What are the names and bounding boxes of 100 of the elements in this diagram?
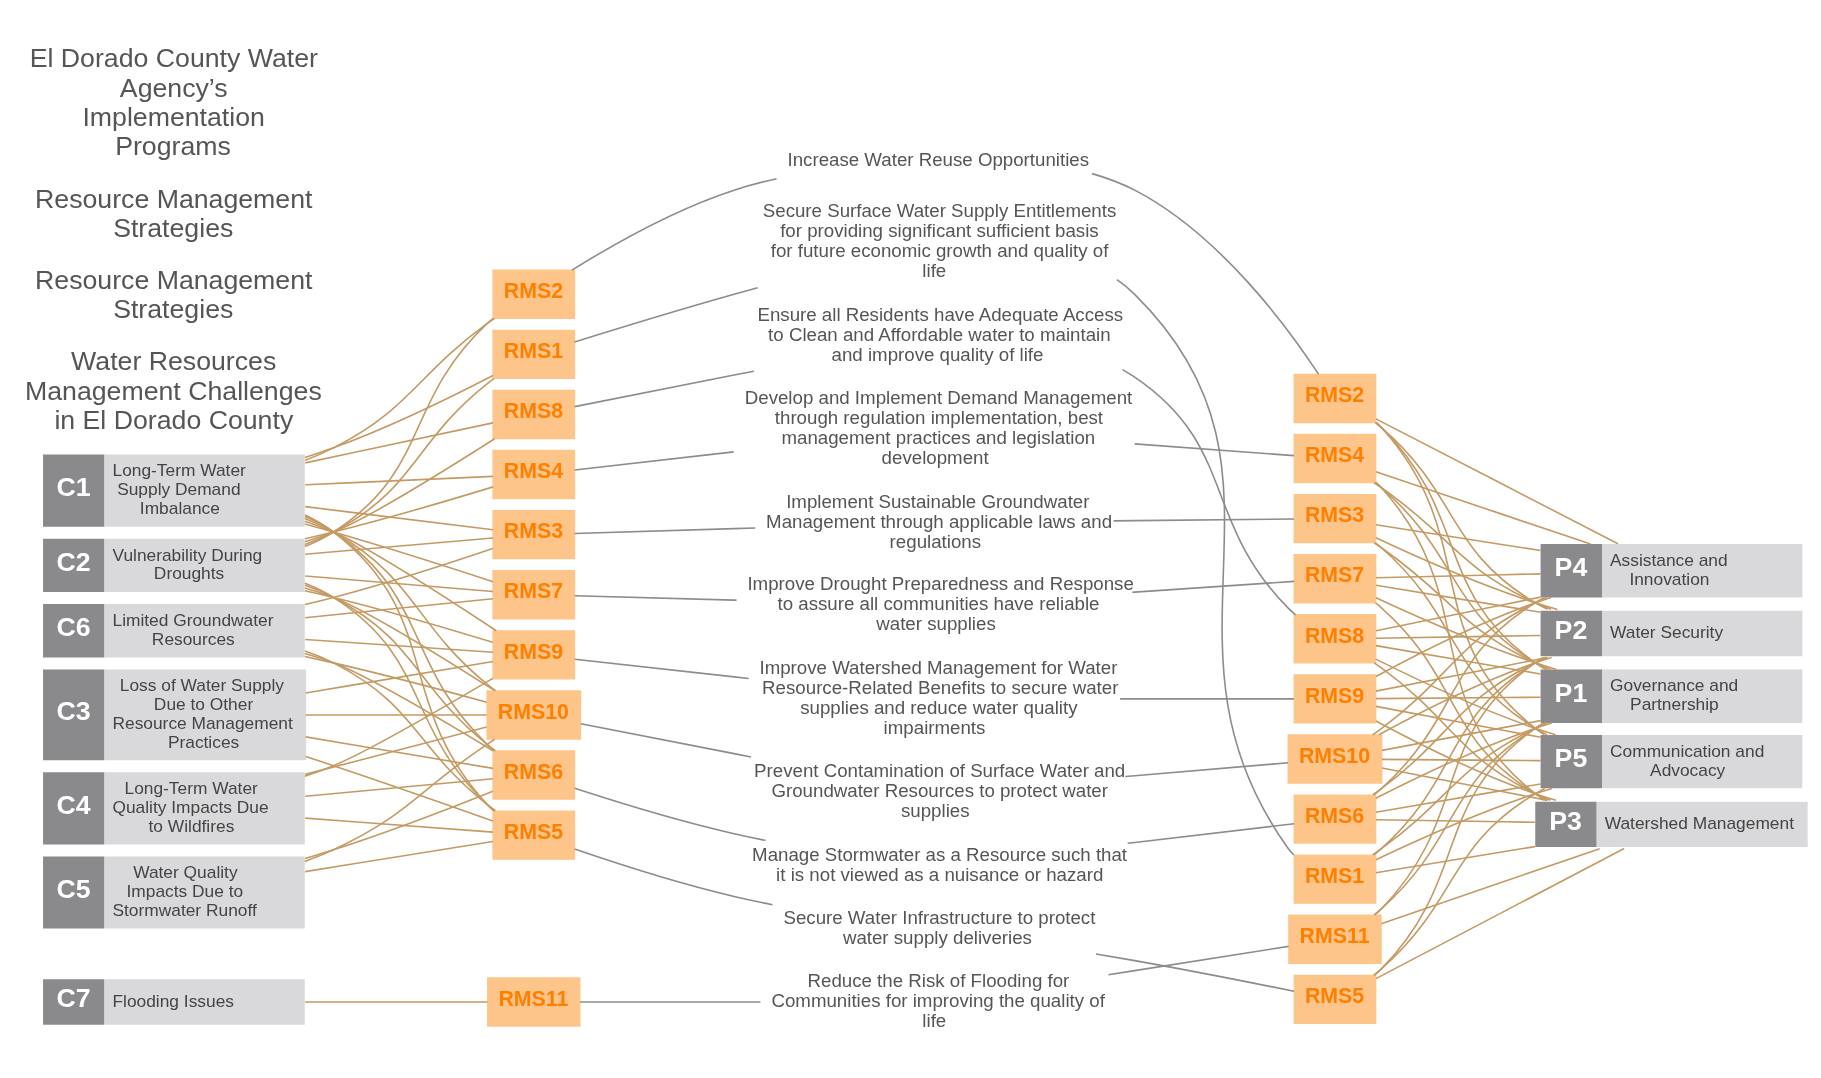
connector: [1374, 421, 1546, 671]
connector: [1374, 584, 1541, 614]
connector: [303, 652, 494, 752]
connector: [573, 658, 750, 680]
connector: [303, 677, 494, 778]
connector: [303, 840, 494, 873]
node-box: RMS2: [491, 269, 575, 319]
connector: [303, 517, 496, 692]
connector: [1126, 822, 1295, 845]
connector: [1133, 443, 1295, 457]
node-text: Develop and Implement Demand Management through regulation implementation, best management practices and legislation development: [744, 387, 1132, 469]
connector: [1374, 421, 1545, 736]
connector: [1374, 421, 1548, 611]
connector: [1121, 368, 1296, 616]
connector: [1374, 481, 1546, 802]
node-box: RMS7: [491, 570, 575, 620]
node-box: RMS6: [491, 750, 575, 800]
node-box: RMS9: [491, 630, 575, 680]
connector: [579, 723, 752, 758]
node-box: RMS4: [1293, 433, 1376, 484]
connector: [1373, 722, 1544, 976]
connector: [303, 317, 495, 462]
connector: [303, 738, 496, 863]
node-box: RMS7: [1293, 554, 1376, 604]
connector: [303, 422, 494, 464]
connector: [1380, 758, 1541, 762]
connector: [1372, 481, 1552, 611]
connector: [303, 575, 494, 593]
node-text: Manage Stormwater as a Resource such that it is not viewed as a nuisance or hazard: [751, 843, 1127, 885]
connector: [303, 582, 495, 812]
node-box: RMS4: [491, 449, 575, 500]
connector: [1372, 656, 1546, 856]
connector: [573, 286, 758, 343]
node-text: Implement Sustainable Groundwater Management through applicable laws and regulations: [765, 490, 1112, 552]
connector: [1115, 278, 1295, 856]
node-box: RMS1: [1293, 854, 1376, 904]
connector: [1374, 596, 1541, 632]
connector: [303, 1001, 488, 1003]
connector: [1374, 783, 1541, 814]
node-text: Secure Water Infrastructure to protect water supply deliveries: [782, 906, 1095, 948]
node-text: Prevent Contamination of Surface Water and Groundwater Resources to protect water supplies: [753, 760, 1125, 822]
node-text: Reduce the Risk of Flooding for Communities for improving the quality of life: [770, 969, 1105, 1031]
connector: [303, 584, 496, 752]
connector: [1131, 580, 1295, 594]
connector: [303, 790, 494, 860]
node-box: RMS3: [491, 509, 575, 560]
connector: [304, 736, 494, 770]
connector: [1374, 537, 1558, 611]
node-box: RMS8: [1293, 614, 1376, 664]
connector: [303, 505, 494, 531]
connector: [303, 514, 495, 812]
node-box: RMS5: [491, 810, 575, 860]
node-text: Increase Water Reuse Opportunities: [786, 148, 1089, 170]
connector: [1374, 845, 1536, 874]
node-box: RMS8: [491, 389, 575, 440]
connector: [573, 451, 734, 471]
connector: [1374, 542, 1548, 736]
connector: [303, 374, 494, 459]
node-box: RMS11: [1287, 914, 1382, 964]
node-box: RMS6: [1293, 794, 1376, 844]
connector: [1371, 722, 1548, 856]
node-text: Ensure all Residents have Adequate Access to Clean and Affordable water to maintain and improve quality of life: [756, 303, 1123, 365]
connector: [573, 848, 773, 906]
connector: [1374, 418, 1619, 545]
connector: [1380, 719, 1541, 752]
connector: [1090, 172, 1319, 375]
connector: [1124, 762, 1289, 778]
connector: [304, 660, 494, 694]
connector: [303, 515, 495, 752]
connector: [1372, 787, 1546, 977]
connector: [573, 595, 737, 601]
connector: [1374, 524, 1541, 552]
connector: [303, 587, 496, 692]
connector: [304, 755, 494, 822]
connector: [1374, 471, 1591, 545]
node-box: RMS2: [1293, 373, 1376, 424]
node-box: RMS3: [1293, 493, 1376, 544]
connector: [1374, 644, 1541, 675]
connector: [303, 317, 494, 548]
connector: [1373, 657, 1544, 916]
connector: [573, 370, 755, 408]
node-text: Secure Surface Water Supply Entitlements for providing significant sufficient basis for future economic growth and quality of life: [762, 200, 1116, 282]
connector: [1374, 573, 1541, 579]
node-box: RMS10: [485, 690, 581, 740]
connector: [1112, 518, 1295, 522]
node-box: RMS11: [486, 977, 580, 1027]
connector: [1374, 847, 1625, 980]
label: Resource Management Strategies: [34, 264, 312, 325]
connector: [303, 486, 494, 540]
node-box: RMS1: [491, 329, 575, 380]
connector: [1372, 542, 1552, 671]
connector: [303, 726, 487, 776]
connector: [570, 177, 777, 271]
connector: [1371, 596, 1548, 736]
label: Resource Management Strategies: [34, 183, 312, 243]
label: El Dorado County Water Agency’s Implementation Programs: [29, 43, 318, 162]
connector: [304, 714, 488, 716]
connector: [573, 787, 766, 842]
connector: [303, 638, 494, 653]
node-text: Improve Watershed Management for Water Resource-Related Benefits to secure water supplies and reduce water quality impairments: [758, 656, 1118, 738]
